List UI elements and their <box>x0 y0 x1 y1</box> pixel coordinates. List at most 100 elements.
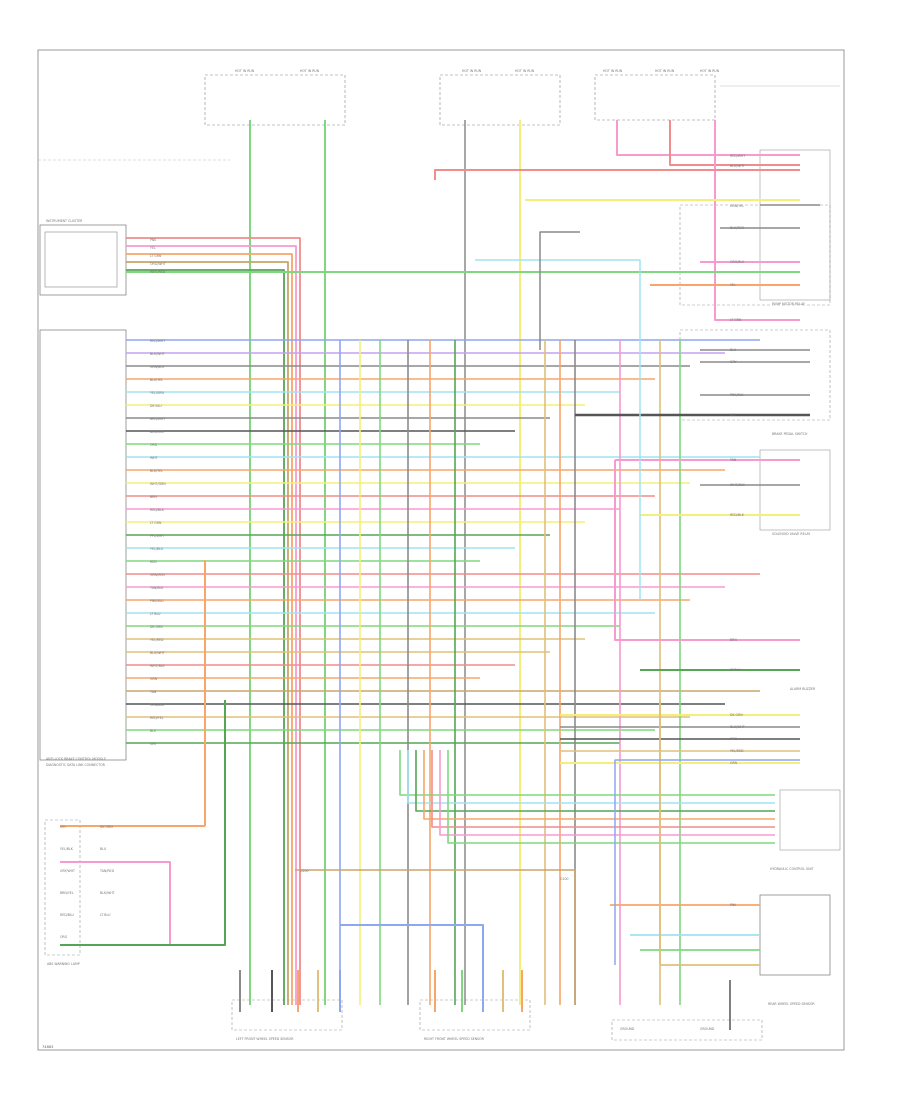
abs-warning-lamp-box <box>44 819 81 956</box>
wire-hydraulic-bus <box>431 750 775 828</box>
wire-label-left: BRN/WHT <box>150 417 165 421</box>
wire-label-left: DK GRN <box>150 625 163 629</box>
hydraulic-unit-label: HYDRAULIC CONTROL UNIT <box>770 867 814 871</box>
wire-label-left: YEL/BLU <box>150 547 164 551</box>
fuse-label: HOT IN RUN <box>235 69 255 73</box>
wire-label-lamp: ORG <box>60 935 68 939</box>
ground-box <box>611 1019 763 1041</box>
wire-label-right: TAN <box>729 458 737 462</box>
wire-cluster <box>126 269 285 1005</box>
wire-cluster <box>126 261 289 1005</box>
fuse-label: HOT IN RUN <box>515 69 535 73</box>
wire-hydraulic-bus <box>447 750 775 844</box>
g100-label: G100 <box>560 877 569 881</box>
wire-label-lamp: LT BLU <box>100 913 111 917</box>
wire-label-right: ORG <box>730 737 738 741</box>
pump-relay-label: PUMP MOTOR RELAY <box>772 302 805 306</box>
wire-top <box>475 259 641 600</box>
wire-fuse-drop <box>714 120 800 321</box>
ground-left-label: GROUND <box>620 1027 635 1031</box>
wire-label-lamp: BLK/WHT <box>100 891 115 895</box>
diagram-border <box>37 49 845 1051</box>
wire-relay <box>614 460 800 641</box>
wire-label-left: YEL/RED <box>150 638 164 642</box>
wire-label-right: PNK <box>730 903 737 907</box>
fuse-block-group <box>204 74 716 126</box>
wire-label-right: LT GRN <box>730 318 742 322</box>
wire-label-right: RED/BLK <box>730 513 745 517</box>
wire-label-left: RED/YEL <box>150 716 164 720</box>
wire-label-lamp: YEL/BLK <box>60 847 74 851</box>
wire-cluster <box>126 253 293 1005</box>
wire-label-left: BLK/WHT <box>150 352 165 356</box>
wire-g100 <box>295 869 576 1005</box>
wire-label-right: GRY <box>730 360 736 364</box>
wire-label-left: ORG <box>150 443 158 447</box>
wire-label-right: YEL <box>730 283 736 287</box>
wire-label-lamp: DK GRN <box>100 825 113 829</box>
wire-label-right: PNK/BLK <box>730 393 744 397</box>
wire-label-left: BRN <box>150 495 157 499</box>
wire-label-cluster: PNK <box>150 238 157 242</box>
rear-sensor-label: REAR WHEEL SPEED SENSOR <box>768 1002 815 1006</box>
wire-label-right: VIO <box>730 413 736 417</box>
wire-label-left: GRN/BLU <box>150 365 165 369</box>
instrument-cluster-inner <box>44 231 118 288</box>
wire-fuse-drop <box>669 120 800 166</box>
wire-label-left: GRN/RED <box>150 573 165 577</box>
brake-switch-box <box>679 329 831 421</box>
wire-lamp <box>60 861 171 945</box>
wire-top <box>434 169 800 180</box>
left-front-sensor-label: LEFT FRONT WHEEL SPEED SENSOR <box>236 1037 294 1041</box>
wire-label-left: WHT <box>150 456 158 460</box>
main-module-label: ANTI-LOCK BRAKE CONTROL MODULE <box>46 757 106 761</box>
instrument-cluster-box <box>39 224 127 296</box>
wire-label-left: YEL/GRN <box>150 391 164 395</box>
wire-label-cluster: LT GRN <box>150 254 162 258</box>
wire-label-right: GRN/YEL <box>730 204 744 208</box>
solenoid-relay-box <box>759 449 831 531</box>
wire-lamp <box>60 700 226 946</box>
wire-label-left: BLK <box>150 729 157 733</box>
wire-label-left: WHT/GRN <box>150 482 166 486</box>
wire-label-right: WHT/BLK <box>730 483 746 487</box>
wire-label-right: RED/WHT <box>730 154 745 158</box>
abs-lamp-label: ABS WARNING LAMP <box>47 962 80 966</box>
wire-label-right: DK GRN <box>730 713 743 717</box>
wire-label-left: TAN <box>149 690 157 694</box>
right-front-sensor-label: RIGHT FRONT WHEEL SPEED SENSOR <box>424 1037 485 1041</box>
fuse-label: HOT IN RUN <box>700 69 720 73</box>
label-set: HOT IN RUN HOT IN RUN HOT IN RUN HOT IN RUN… <box>60 69 746 939</box>
wire-label-left: PPL/WHT <box>150 534 164 538</box>
main-module-sub-label: DIAGNOSTIC DATA LINK CONNECTOR <box>46 763 106 767</box>
wire-label-right: GRN <box>730 761 738 765</box>
wire-label-right: BRN <box>730 638 737 642</box>
g200-label: G200 <box>300 869 309 873</box>
wire-label-lamp: GRY/WHT <box>60 869 75 873</box>
abs-control-module-box <box>39 329 127 761</box>
wire-label-left: GRN <box>150 677 158 681</box>
wire-hydraulic-bus <box>407 750 775 804</box>
wire-label-left: BLK/RED <box>150 430 164 434</box>
wire-label-left: RED/BLK <box>150 508 165 512</box>
fuse-label: HOT IN RUN <box>300 69 320 73</box>
hydraulic-unit-box <box>779 789 841 851</box>
wire-label-left: BLK/YEL <box>150 469 163 473</box>
ground-right-label: GROUND <box>700 1027 715 1031</box>
wire-label-right: LT BLU <box>730 668 741 672</box>
wire-label-left: PNK/BLU <box>150 599 164 603</box>
wire-label-right: YEL/RED <box>730 749 744 753</box>
wire-cluster <box>126 237 301 1005</box>
hydraulic-connector-box <box>759 894 831 976</box>
wire-label-right: BLU/RED <box>730 226 744 230</box>
wire-label-left: DK BLU <box>150 404 162 408</box>
buzzer-label: ALARM BUZZER <box>790 687 816 691</box>
wire-top <box>539 231 580 350</box>
pump-relay-inner <box>759 149 831 301</box>
wire-label-left: LT BLU <box>150 612 161 616</box>
wire-hydraulic-bus <box>439 750 775 836</box>
wire-cluster <box>126 245 297 1005</box>
wire-label-left: GRY <box>150 742 156 746</box>
wire-label-lamp: VIO <box>60 825 66 829</box>
